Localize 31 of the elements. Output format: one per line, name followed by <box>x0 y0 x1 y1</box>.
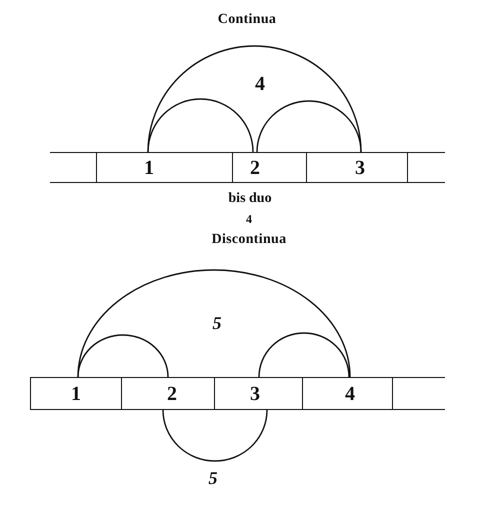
arc-line <box>258 332 350 378</box>
strip-cell <box>233 152 307 183</box>
arc-line <box>77 334 169 378</box>
arc-number: 4 <box>255 74 265 94</box>
section-heading: Continua <box>218 13 276 27</box>
arc-number: 5 <box>212 314 222 332</box>
strip-cell <box>97 152 233 183</box>
digit: 3 <box>355 158 365 178</box>
digit: 1 <box>144 158 154 178</box>
strip-cell <box>215 377 303 410</box>
arc-line <box>147 98 254 152</box>
note-text: bis duo <box>228 192 272 206</box>
strip-cell <box>393 377 445 410</box>
digit: 2 <box>167 384 177 404</box>
arc-line <box>147 46 362 152</box>
arc-number: 5 <box>208 469 218 487</box>
strip-cell <box>408 152 445 183</box>
strip-cell <box>50 152 97 183</box>
note-number: 4 <box>246 213 252 225</box>
digit: 1 <box>71 384 81 404</box>
arc-line <box>77 270 351 378</box>
strip-cell <box>30 377 122 410</box>
strip-cell <box>307 152 408 183</box>
strip-cell <box>303 377 393 410</box>
digit: 4 <box>345 384 355 404</box>
section-heading: Discontinua <box>212 233 286 247</box>
arc-line <box>162 410 268 462</box>
arc-line <box>256 100 362 152</box>
digit: 3 <box>250 384 260 404</box>
digit: 2 <box>250 158 260 178</box>
strip-cell <box>122 377 215 410</box>
